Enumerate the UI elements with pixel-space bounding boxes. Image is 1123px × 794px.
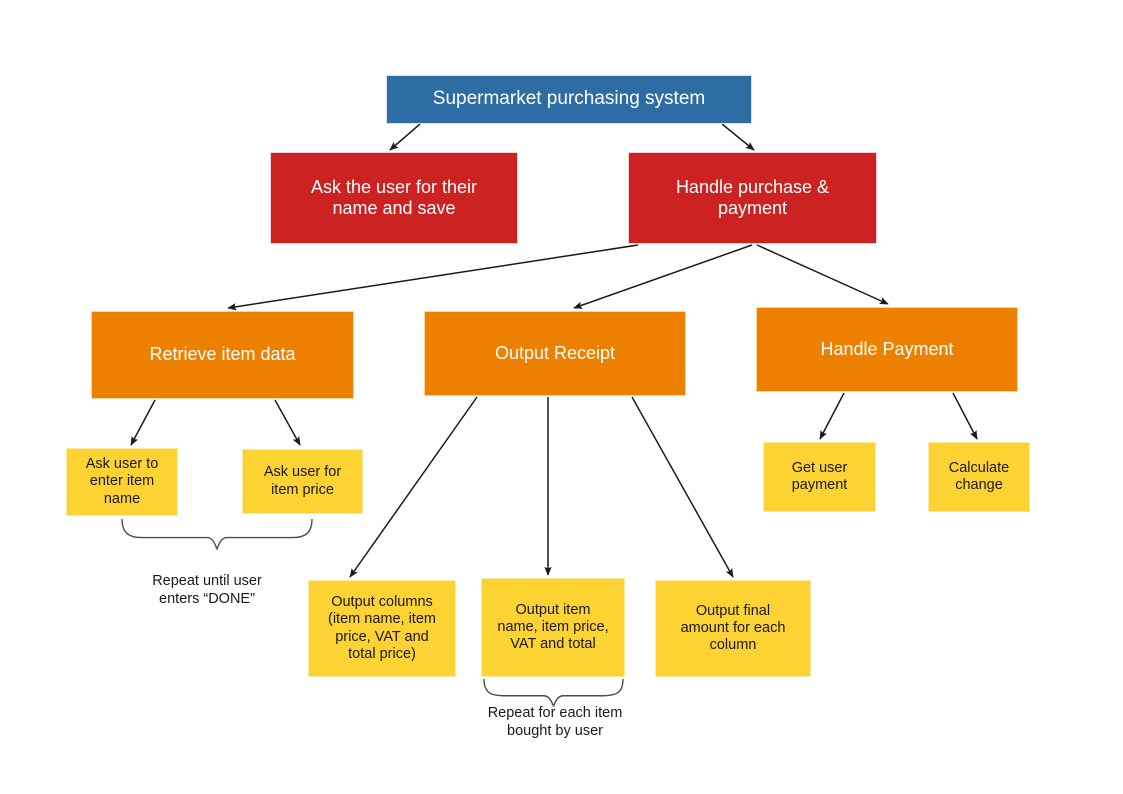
node-handle_pay[interactable]: Handle Payment (756, 307, 1018, 392)
node-calc_change[interactable]: Calculate change (928, 442, 1030, 512)
node-root[interactable]: Supermarket purchasing system (386, 75, 752, 124)
edge-handle_pay-to-calc_change (952, 392, 978, 440)
node-out_item[interactable]: Output item name, item price, VAT and to… (481, 578, 625, 677)
edge-handle_pay-to-get_pay (819, 392, 845, 440)
node-retrieve[interactable]: Retrieve item data (91, 311, 354, 399)
node-out_cols[interactable]: Output columns (item name, item price, V… (308, 580, 456, 677)
node-get_pay[interactable]: Get user payment (763, 442, 876, 512)
node-ask_item[interactable]: Ask user to enter item name (66, 448, 178, 516)
edge-retrieve-to-ask_price (274, 399, 301, 446)
node-ask_name[interactable]: Ask the user for their name and save (270, 152, 518, 244)
brace-repeat-item-icon (121, 518, 313, 550)
node-ask_price[interactable]: Ask user for item price (242, 449, 363, 514)
brace-repeat-item-label: Repeat until user enters “DONE” (152, 573, 262, 608)
edge-root-to-handle_pur (721, 123, 755, 151)
edge-output_rcpt-to-out_cols (349, 396, 478, 578)
node-handle_pur[interactable]: Handle purchase & payment (628, 152, 877, 244)
edge-root-to-ask_name (389, 123, 421, 151)
brace-repeat-receipt-label: Repeat for each item bought by user (487, 705, 623, 740)
edge-output_rcpt-to-out_final (631, 396, 734, 578)
edge-handle_pur-to-retrieve (227, 244, 639, 311)
brace-repeat-receipt-icon (483, 678, 624, 707)
edge-handle_pur-to-handle_pay (756, 244, 889, 305)
edge-retrieve-to-ask_item (130, 399, 156, 446)
node-out_final[interactable]: Output final amount for each column (655, 580, 811, 677)
node-output_rcpt[interactable]: Output Receipt (424, 311, 686, 396)
edge-handle_pur-to-output_rcpt (573, 244, 753, 309)
